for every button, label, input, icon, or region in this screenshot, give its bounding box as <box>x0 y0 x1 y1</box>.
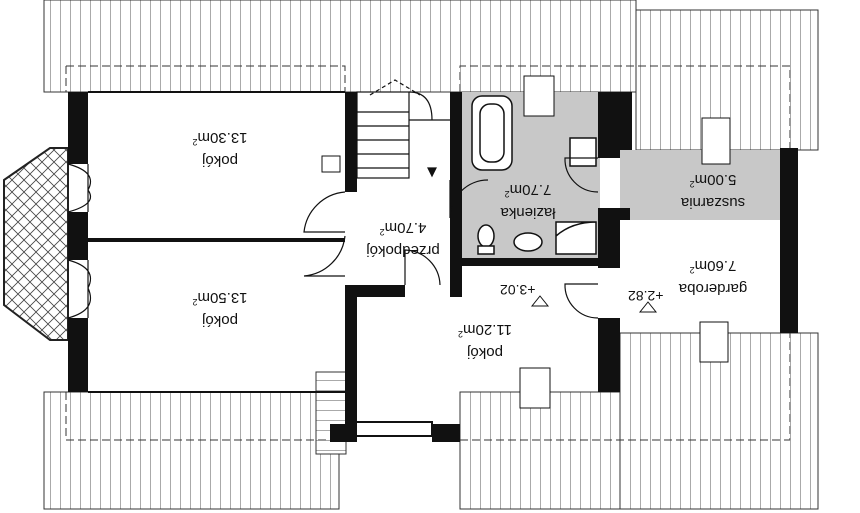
bath-window <box>523 75 555 117</box>
area-unit: 2 <box>192 137 198 147</box>
room-area: 4.70m <box>384 219 427 236</box>
drying-room-floor <box>620 150 780 220</box>
skylight <box>699 321 729 363</box>
room-name: suszarnia <box>680 194 746 211</box>
toilet <box>477 224 495 255</box>
room-area: 7.70m <box>509 181 552 198</box>
balcony <box>3 147 69 341</box>
level-marker <box>530 295 658 313</box>
area-unit: 2 <box>379 227 385 237</box>
room-area: 11.20m <box>463 321 512 338</box>
window <box>355 421 433 437</box>
roof-top <box>43 0 819 151</box>
room-name: pokój <box>467 344 503 361</box>
room-label: pokój 13.30m2 <box>175 128 265 170</box>
level-label: +2.82 <box>628 288 664 304</box>
eaves-line <box>65 65 791 441</box>
radiator <box>321 155 341 173</box>
room-label: przedpokój 4.70m2 <box>358 218 448 260</box>
shower <box>555 221 597 255</box>
area-unit: 2 <box>192 297 198 307</box>
washbasin <box>513 232 543 252</box>
room-name: pokój <box>202 312 238 329</box>
room-area: 13.30m <box>197 129 248 146</box>
walls <box>68 92 798 442</box>
room-label: garderoba 7.60m2 <box>668 256 758 298</box>
stairs <box>356 79 450 179</box>
boiler <box>569 137 597 167</box>
room-label: łazienka 7.70m2 <box>488 180 568 222</box>
room-name: pokój <box>202 152 238 169</box>
doors <box>67 157 599 319</box>
room-area: 5.00m <box>694 171 737 188</box>
room-label: pokój 11.20m2 <box>440 320 530 362</box>
room-label: suszarnia 5.00m2 <box>668 170 758 212</box>
room-name: garderoba <box>678 280 748 297</box>
area-unit: 2 <box>689 179 695 189</box>
area-unit: 2 <box>458 329 464 339</box>
room-area: 7.60m <box>694 257 737 274</box>
bathtub <box>471 95 513 171</box>
room-label: pokój 13.50m2 <box>175 288 265 330</box>
area-unit: 2 <box>689 265 695 275</box>
room-area: 13.50m <box>197 289 248 306</box>
area-unit: 2 <box>504 189 510 199</box>
level-label: +3.02 <box>500 282 536 298</box>
room-name: łazienka <box>500 204 556 221</box>
skylight <box>701 117 731 165</box>
skylight <box>519 367 551 409</box>
room-name: przedpokój <box>366 242 440 259</box>
